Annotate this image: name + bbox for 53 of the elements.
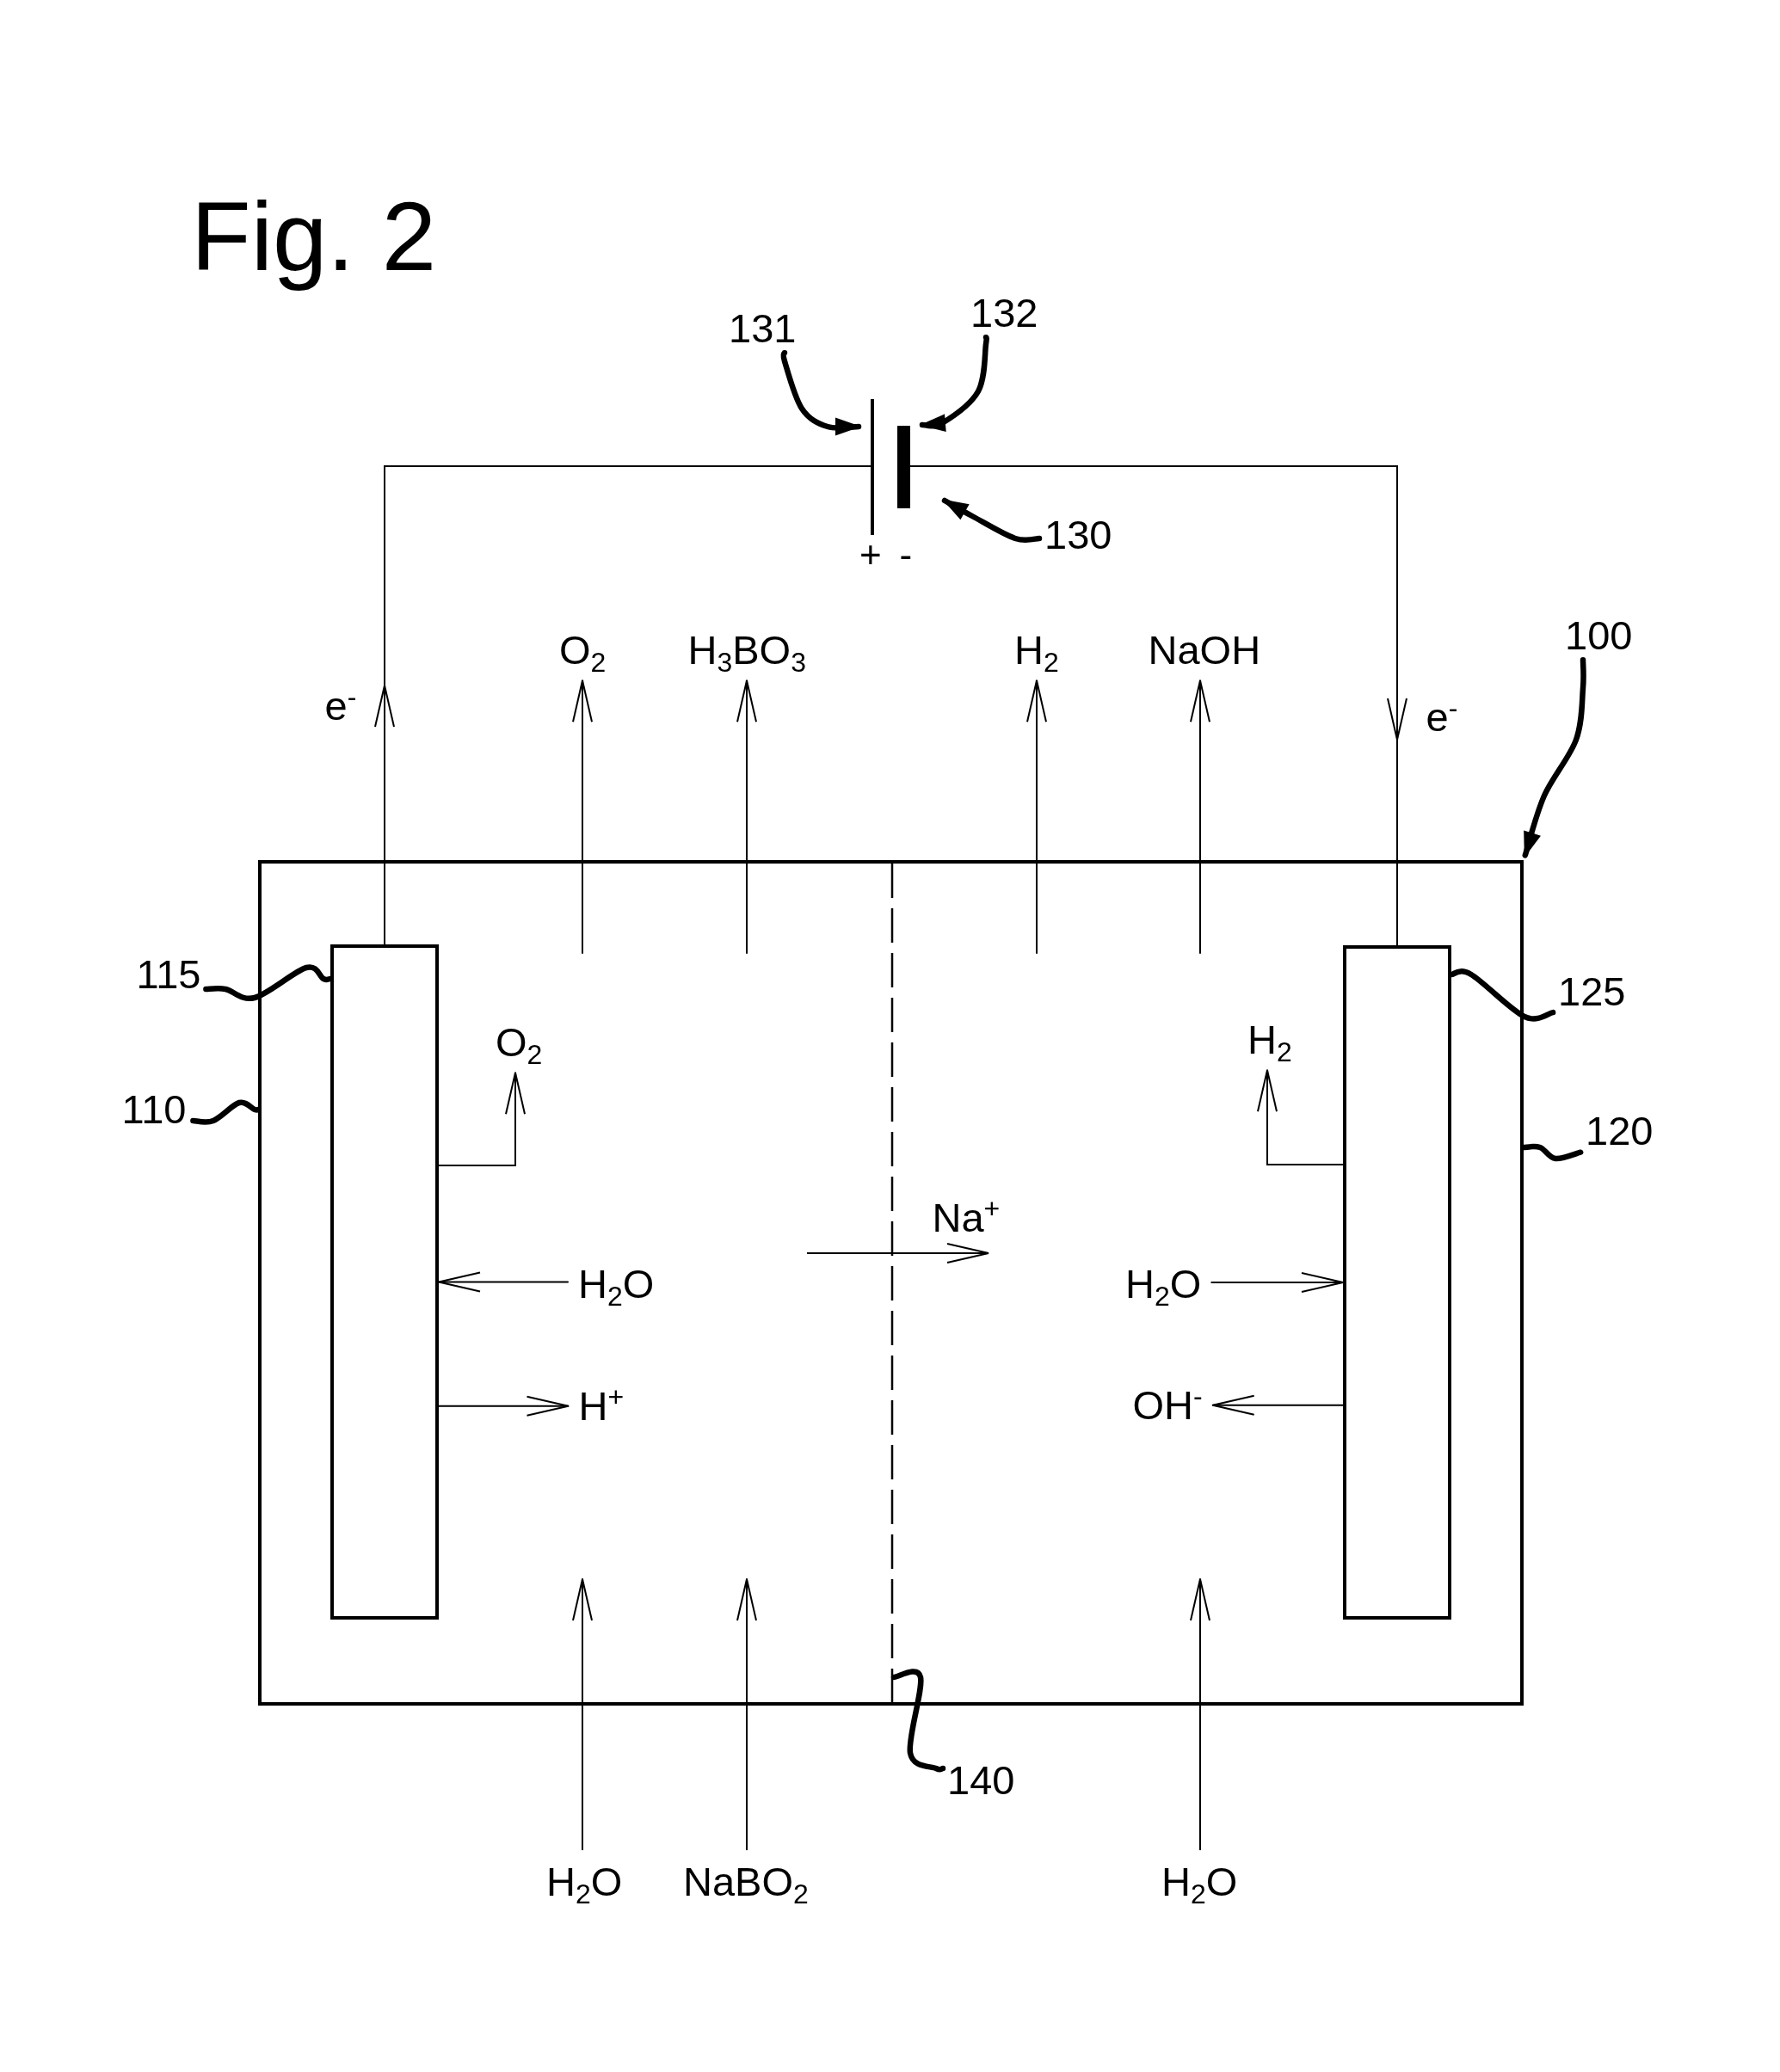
flow-arrow	[438, 1395, 570, 1417]
callout-number: 110	[121, 1089, 187, 1130]
edge-label: e$^{-}$	[1426, 697, 1458, 738]
callout-number: 131	[729, 308, 797, 349]
figure-title: Fig. 2	[191, 181, 437, 293]
formula-label: H$^{+}$	[578, 1386, 625, 1427]
wire	[909, 465, 1407, 946]
leader-line	[941, 497, 1043, 544]
membrane-line	[890, 864, 894, 1702]
battery-plate	[871, 399, 874, 535]
formula-label: H$_{3}$BO$_{3}$	[687, 630, 806, 671]
flow-arrow	[1211, 1394, 1344, 1416]
callout-number: 130	[1044, 514, 1112, 556]
formula-label: H$_{2}$O	[1161, 1861, 1238, 1903]
flow-arrow	[438, 1271, 569, 1293]
flow-arrow	[1257, 1069, 1344, 1165]
electrode	[1343, 945, 1451, 1620]
edge-label: e$^{-}$	[324, 686, 357, 727]
formula-label: NaBO$_{2}$	[683, 1861, 809, 1903]
battery-plate	[897, 426, 910, 508]
formula-label: H$_{2}$	[1014, 630, 1059, 671]
leader-line	[919, 334, 989, 432]
callout-number: 125	[1558, 971, 1626, 1012]
flow-arrow	[572, 679, 593, 954]
flow-arrow	[736, 1578, 757, 1851]
flow-arrow	[572, 1578, 593, 1851]
formula-label: H$_{2}$O	[1125, 1263, 1202, 1305]
callout-number: 120	[1586, 1110, 1654, 1152]
callout-number: 100	[1565, 615, 1633, 656]
wire	[374, 465, 872, 945]
formula-label: O$_{2}$	[559, 630, 607, 671]
callout-number: 140	[947, 1760, 1015, 1801]
formula-label: OH$^{-}$	[1132, 1385, 1203, 1426]
flow-arrow	[1210, 1272, 1344, 1293]
flow-arrow	[438, 1072, 526, 1166]
formula-label: H$_{2}$	[1247, 1019, 1292, 1061]
cell-tank	[258, 860, 1524, 1706]
polarity-sign: +	[859, 535, 882, 574]
formula-label: O$_{2}$	[496, 1022, 543, 1063]
formula-label: NaOH	[1148, 630, 1261, 671]
formula-label: H$_{2}$O	[578, 1263, 655, 1305]
formula-label: H$_{2}$O	[546, 1861, 623, 1903]
flow-arrow	[1190, 679, 1210, 954]
callout-number: 115	[136, 954, 201, 995]
electrode	[330, 944, 439, 1620]
flow-arrow	[736, 679, 757, 954]
flow-arrow	[1190, 1578, 1210, 1851]
leader-line	[780, 349, 862, 436]
ion-label: Na$^{+}$	[932, 1197, 1001, 1239]
flow-arrow	[1026, 679, 1047, 954]
polarity-sign: -	[899, 535, 913, 574]
callout-number: 132	[970, 292, 1038, 334]
leader-line	[1522, 656, 1586, 858]
